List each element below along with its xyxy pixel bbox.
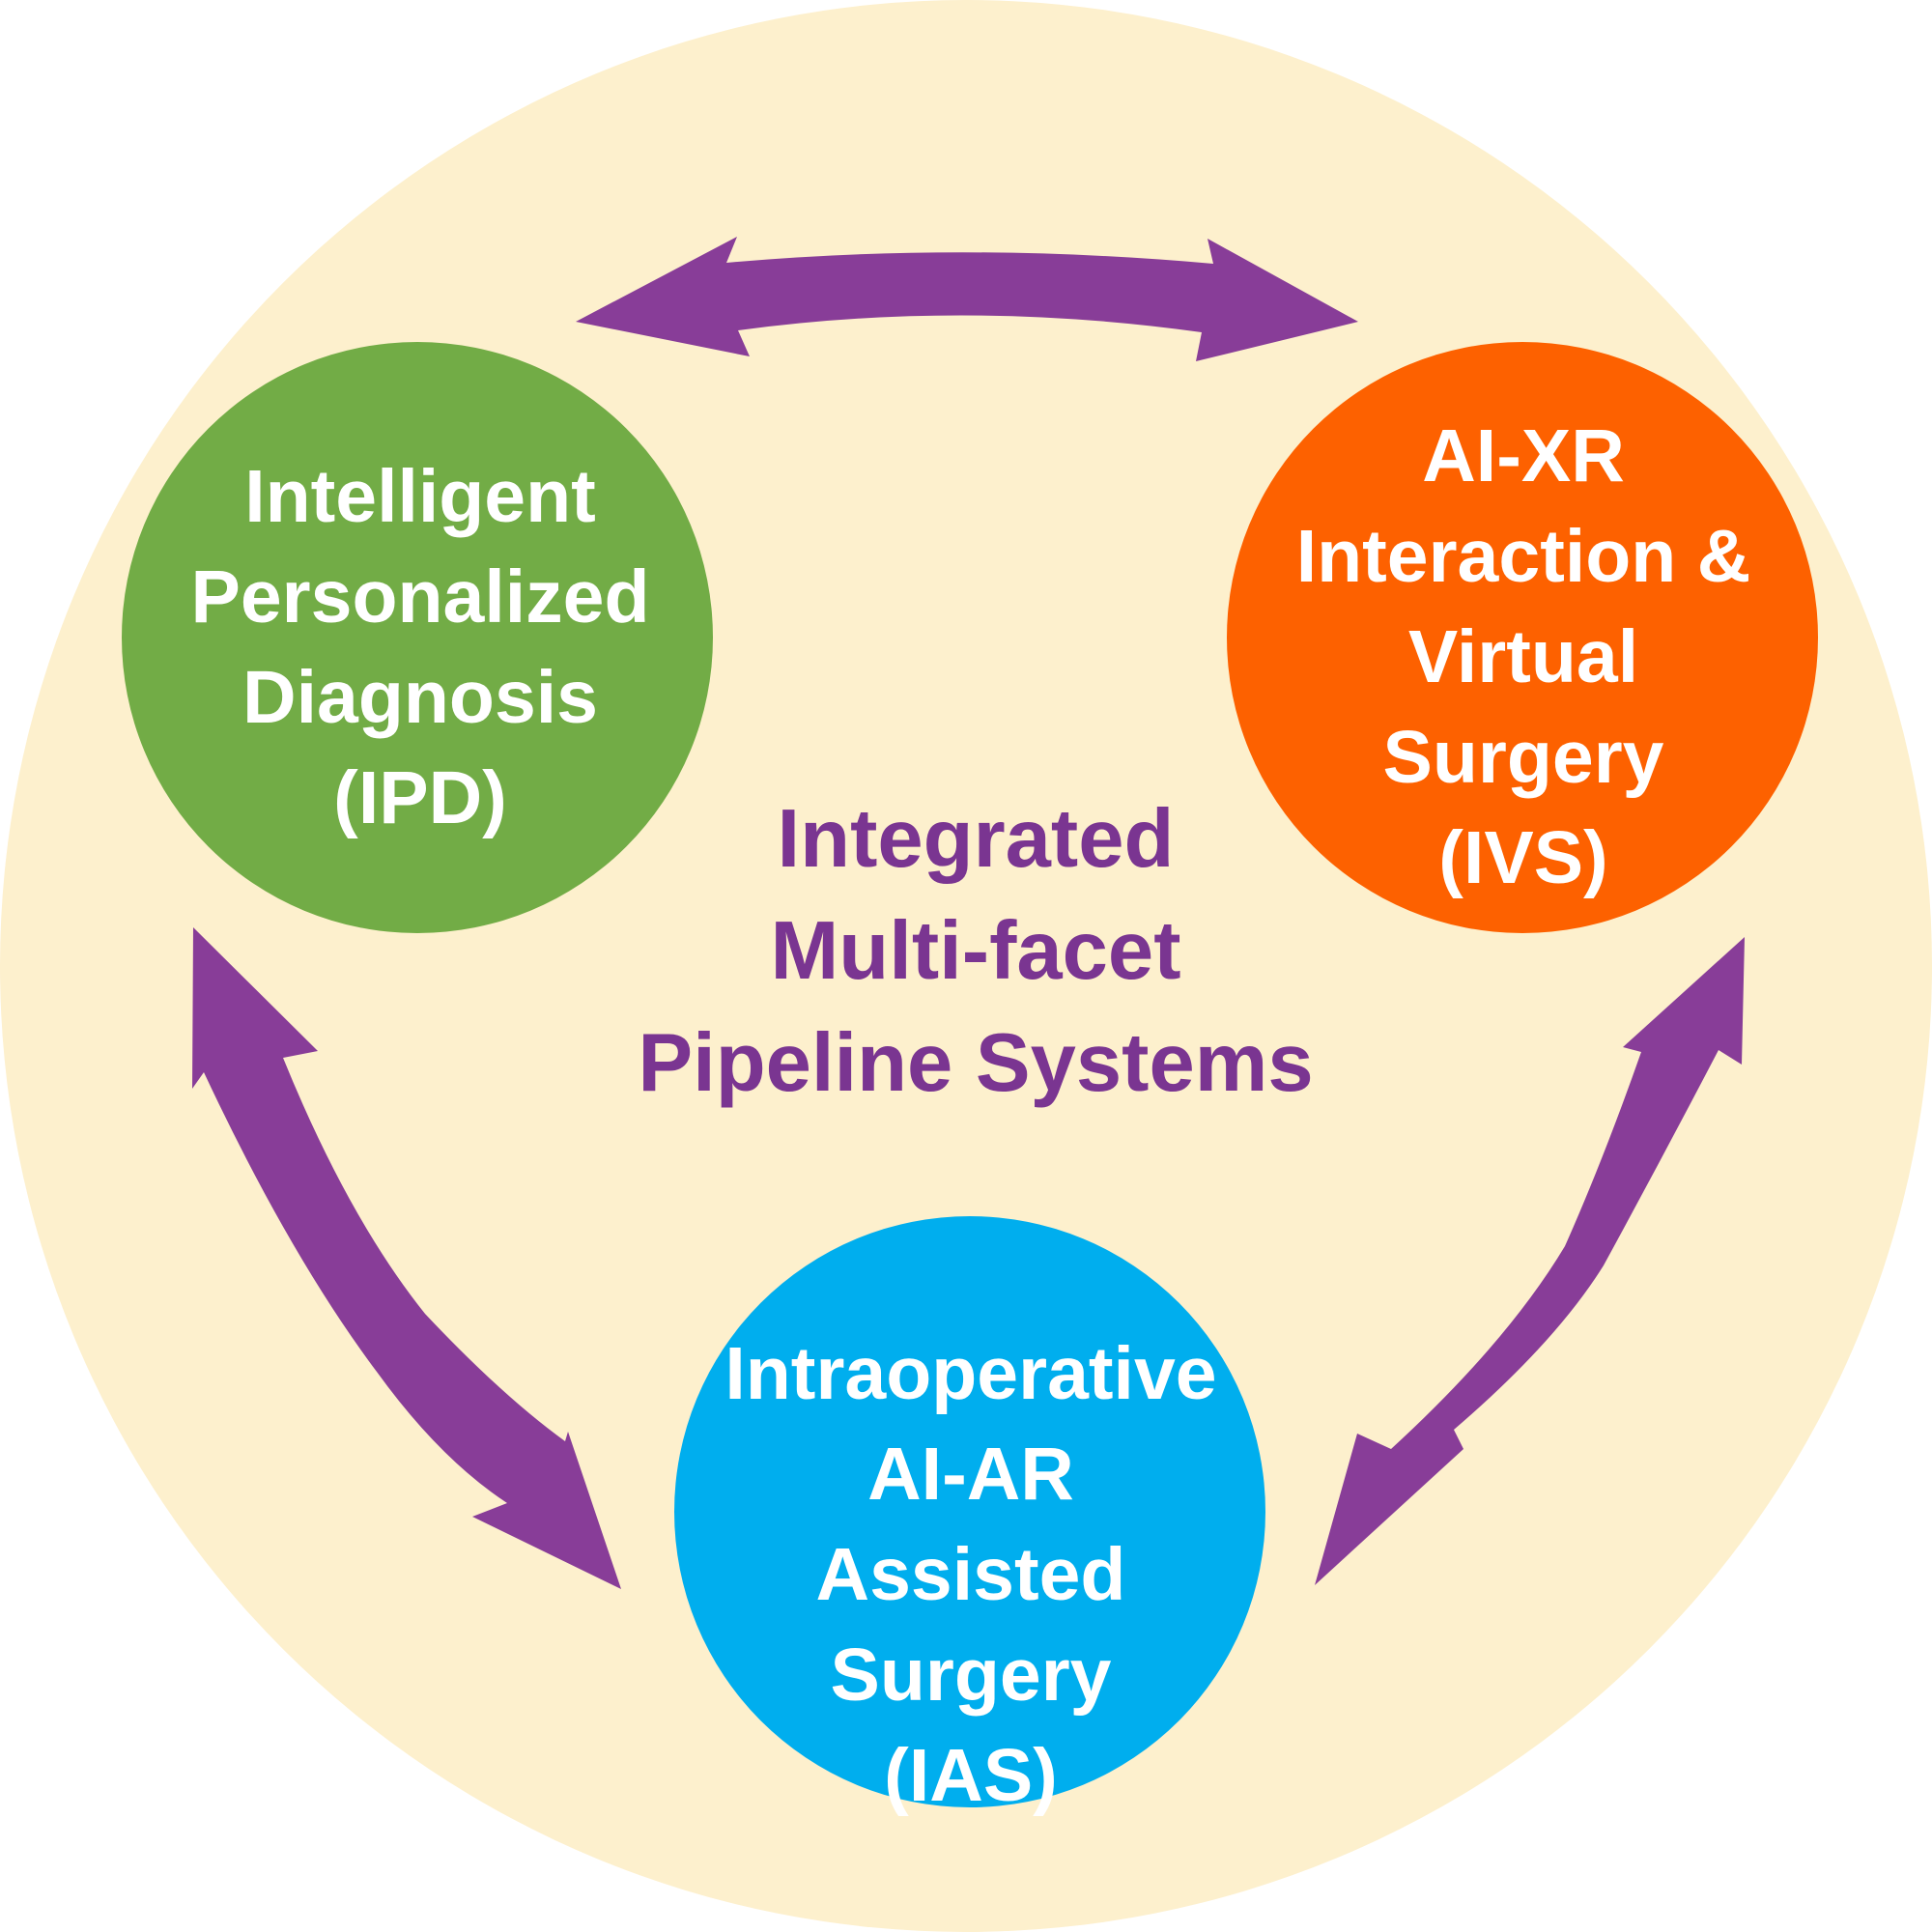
node-ias-label-line: Surgery [830, 1634, 1112, 1717]
node-ias-circle [674, 1216, 1265, 1807]
node-ivs-label: AI-XR Interaction & Virtual Surgery (IVS… [1219, 406, 1828, 908]
node-ivs-label-line: (IVS) [1438, 816, 1608, 899]
node-ias-label-line: (IAS) [884, 1734, 1058, 1817]
center-title-line: Pipeline Systems [638, 1017, 1314, 1109]
node-ias-label-line: Intraoperative [724, 1332, 1217, 1415]
node-ivs-label-line: AI-XR [1422, 414, 1625, 497]
node-ipd-label-line: Personalized [190, 555, 650, 639]
node-ipd-label: Intelligent Personalized Diagnosis (IPD) [116, 435, 724, 860]
arrow-ivs-ias [1315, 937, 1745, 1585]
node-ivs-label-line: Surgery [1382, 716, 1664, 799]
arrow-ipd-ivs [576, 237, 1358, 361]
node-ipd-label-line: Intelligent [244, 455, 596, 538]
node-ias-label-line: AI-AR [867, 1433, 1074, 1516]
node-ipd-label-line: (IPD) [333, 756, 507, 839]
center-title-line: Multi-facet [770, 905, 1181, 997]
node-ias-label: Intraoperative AI-AR Assisted Surgery (I… [667, 1323, 1275, 1826]
node-ivs-circle [1227, 342, 1818, 933]
node-ias-label-line: Assisted [815, 1533, 1126, 1616]
center-title-line: Integrated [777, 793, 1175, 885]
node-ipd-circle [122, 342, 713, 933]
arrow-ipd-ias [192, 927, 621, 1589]
node-ipd-label-line: Diagnosis [242, 656, 598, 739]
node-ivs-label-line: Virtual [1407, 615, 1639, 698]
node-ivs-label-line: Interaction & [1295, 515, 1751, 598]
center-title: Integrated Multi-facet Pipeline Systems [522, 782, 1430, 1121]
